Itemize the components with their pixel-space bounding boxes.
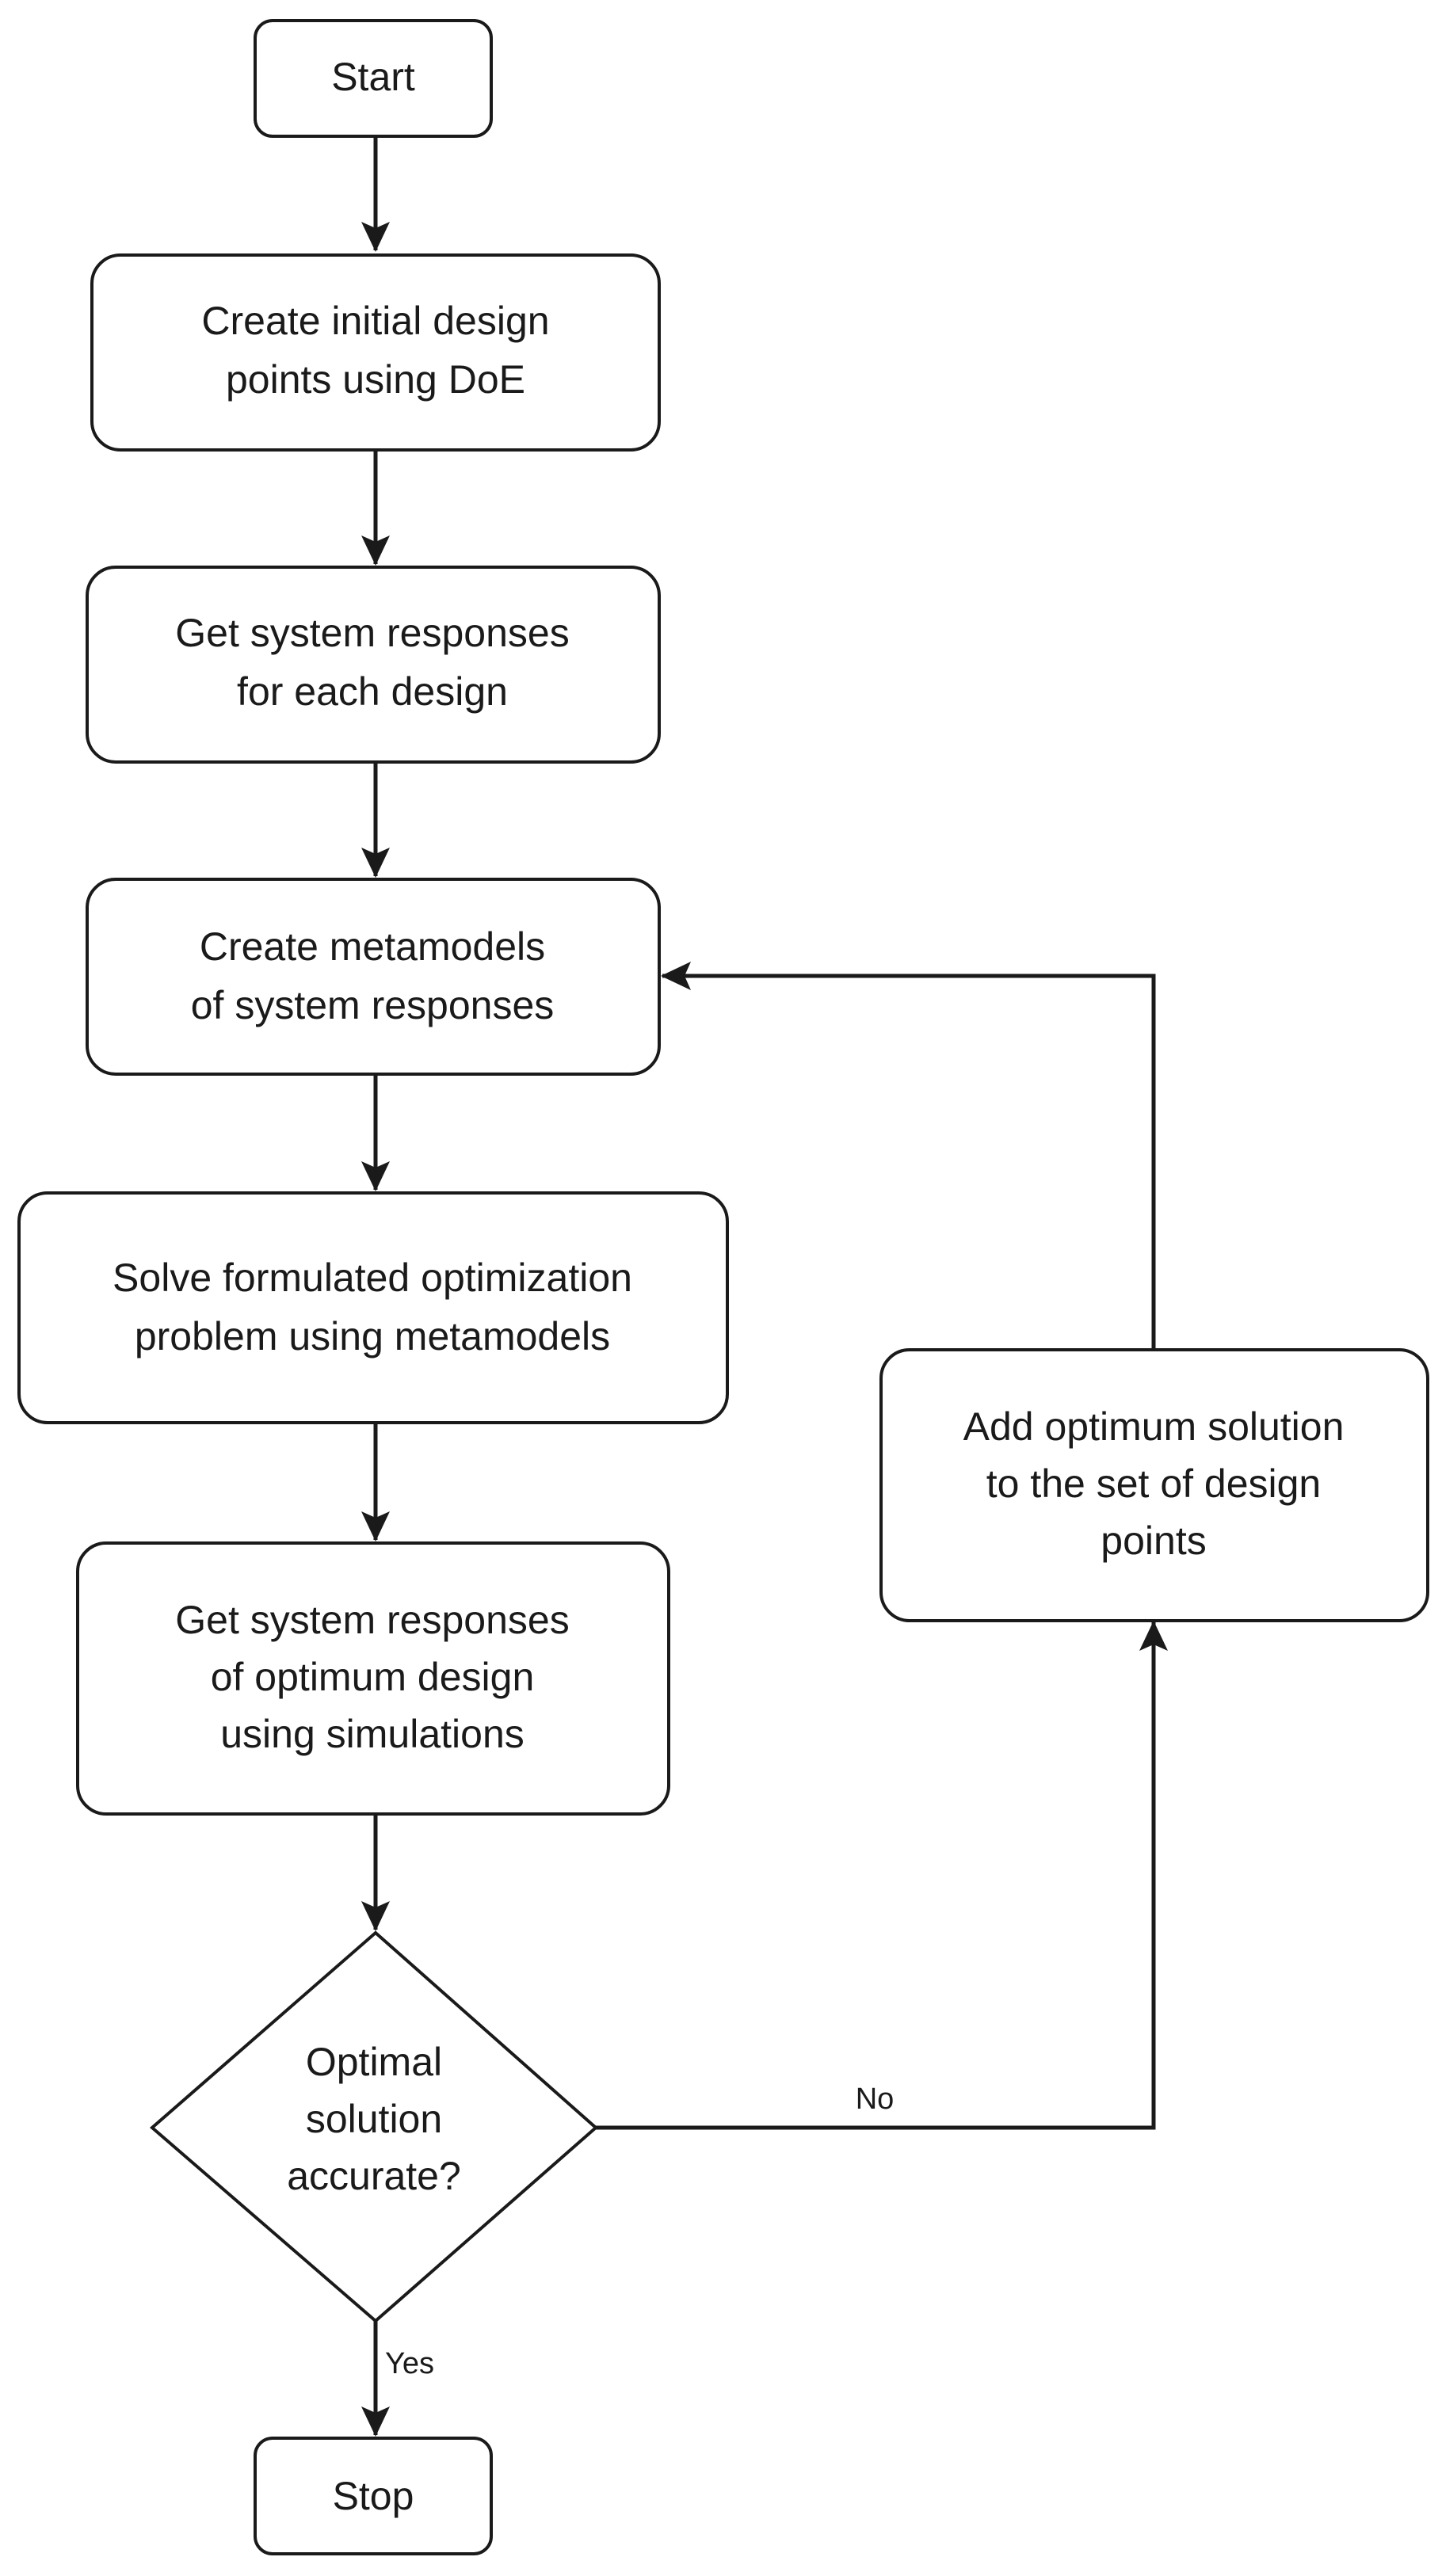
edge-label-no: No xyxy=(856,2083,895,2116)
step5-label-line1: Get system responses xyxy=(175,1598,569,1642)
step5-label-line3: using simulations xyxy=(220,1712,525,1756)
start-node xyxy=(254,19,493,138)
edge-labels: No Yes xyxy=(385,2083,894,2380)
step2-node xyxy=(86,566,661,764)
edge-label-yes: Yes xyxy=(385,2347,434,2380)
decision-label-line2: solution xyxy=(306,2097,442,2141)
nodes xyxy=(17,19,1429,2555)
edge-add-to-step3 xyxy=(661,962,1156,1350)
step5-node xyxy=(76,1541,670,1816)
decision-label-line3: accurate? xyxy=(287,2154,461,2198)
node-labels: Start Create initial design points using… xyxy=(113,55,1344,2518)
stop-node xyxy=(254,2437,493,2555)
step1-label-line1: Create initial design xyxy=(201,299,549,343)
stop-label: Stop xyxy=(333,2474,414,2518)
decision-node xyxy=(149,1930,599,2323)
start-label: Start xyxy=(331,55,415,99)
step4-label-line1: Solve formulated optimization xyxy=(113,1256,632,1300)
step3-node xyxy=(86,878,661,1076)
step4-label-line2: problem using metamodels xyxy=(135,1314,610,1358)
add-label-line2: to the set of design xyxy=(986,1461,1322,1506)
step3-label-line2: of system responses xyxy=(191,983,555,1027)
edge-decision-to-add xyxy=(596,1621,1168,2130)
step2-label-line1: Get system responses xyxy=(175,611,569,655)
step2-label-line2: for each design xyxy=(237,669,508,714)
add-node xyxy=(879,1348,1429,1622)
add-label-line1: Add optimum solution xyxy=(963,1404,1345,1449)
step5-label-line2: of optimum design xyxy=(211,1655,535,1699)
edges xyxy=(361,135,1168,2437)
add-label-line3: points xyxy=(1101,1519,1206,1563)
step1-node xyxy=(90,253,661,452)
step4-node xyxy=(17,1191,729,1424)
decision-label-line1: Optimal xyxy=(306,2040,442,2084)
step1-label-line2: points using DoE xyxy=(226,357,525,402)
step3-label-line1: Create metamodels xyxy=(200,924,545,969)
